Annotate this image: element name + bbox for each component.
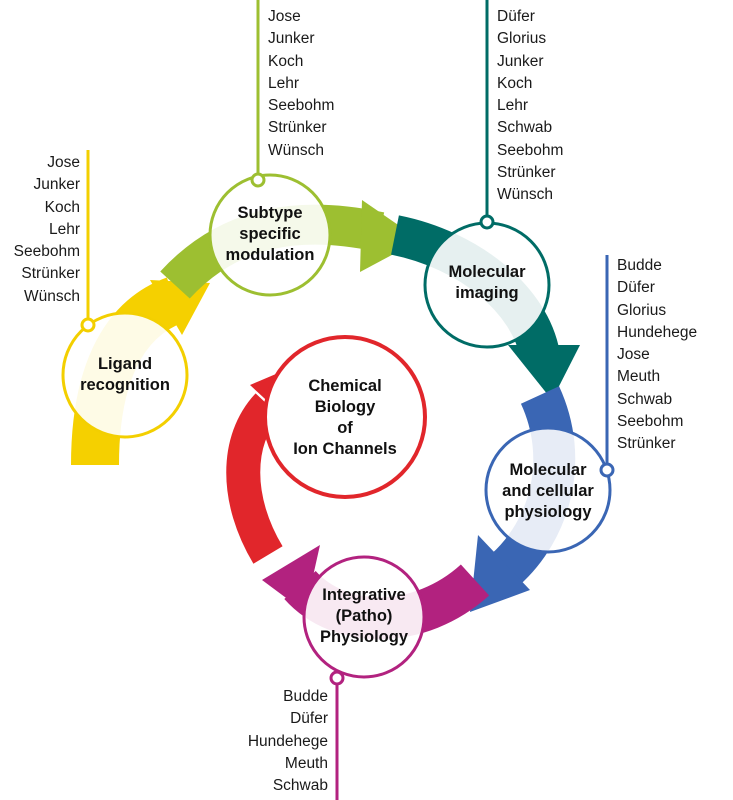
member: Lehr <box>497 97 529 115</box>
member: Strünker <box>497 164 556 182</box>
label-line: Integrative <box>322 585 406 604</box>
member: Düfer <box>290 710 328 728</box>
circle-subtype <box>208 173 332 297</box>
member: Koch <box>497 74 533 92</box>
circle-ligand <box>61 311 189 439</box>
member: Seebohm <box>13 243 80 261</box>
imaging-label: Molecular imaging <box>425 258 549 308</box>
member: Glorius <box>497 30 547 48</box>
member: Jose <box>617 346 650 364</box>
center-title: Chemical Biology of Ion Channels <box>265 360 425 475</box>
member: Meuth <box>284 754 328 772</box>
member: Strünker <box>617 435 676 453</box>
member: Koch <box>268 52 304 70</box>
circle-integrative <box>302 555 426 679</box>
physiology-label: Molecular and cellular physiology <box>486 455 610 527</box>
member: Seebohm <box>497 141 564 159</box>
member: Jose <box>47 154 80 171</box>
circle-physiology <box>484 426 612 554</box>
member: Hundehege <box>617 323 698 341</box>
arrow-yellow-head <box>150 280 210 335</box>
member: Lehr <box>268 74 300 92</box>
label-line: Subtype <box>237 203 303 222</box>
label-line: and cellular <box>502 481 594 500</box>
label-line: (Patho) <box>335 606 393 625</box>
ligand-members: Jose Junker Koch Lehr Seebohm Strünker W… <box>14 152 80 308</box>
label-line: modulation <box>225 245 315 264</box>
member: Koch <box>44 198 80 216</box>
label-line: specific <box>239 224 301 243</box>
arrow-red <box>226 393 283 564</box>
member: Wünsch <box>497 186 553 204</box>
label-line: imaging <box>455 284 519 302</box>
member: Schwab <box>617 390 673 408</box>
member: Wünsch <box>268 141 324 159</box>
physiology-members: Budde Düfer Glorius Hundehege Jose Meuth… <box>617 255 697 456</box>
integrative-members: Budde Düfer Hundehege Meuth Schwab <box>248 686 328 797</box>
member: Hundehege <box>247 732 328 750</box>
member: Seebohm <box>268 97 335 115</box>
member: Strünker <box>21 265 80 283</box>
member: Budde <box>617 257 662 274</box>
member: Schwab <box>272 777 328 795</box>
center-line: of <box>337 418 353 437</box>
member: Strünker <box>268 119 327 137</box>
imaging-members: Düfer Glorius Junker Koch Lehr Schwab Se… <box>497 6 563 207</box>
member: Junker <box>33 176 80 194</box>
center-line: Chemical <box>308 376 382 395</box>
label-line: Physiology <box>319 627 409 646</box>
integrative-label: Integrative (Patho) Physiology <box>304 580 424 652</box>
label-line: Ligand <box>97 355 153 373</box>
member: Düfer <box>497 8 535 25</box>
center-line: Ion Channels <box>293 439 397 458</box>
arrow-teal-head <box>508 345 580 400</box>
subtype-label: Subtype specific modulation <box>210 198 330 270</box>
member: Junker <box>497 52 544 70</box>
member: Lehr <box>48 220 80 238</box>
member: Wünsch <box>24 287 80 305</box>
member: Seebohm <box>617 413 684 431</box>
member: Junker <box>268 30 315 48</box>
member: Glorius <box>617 301 667 319</box>
arrow-green-head <box>360 200 420 272</box>
member: Düfer <box>617 279 655 297</box>
center-line: Biology <box>314 397 376 416</box>
member: Jose <box>268 8 301 25</box>
label-line: Molecular <box>509 460 587 479</box>
member: Schwab <box>497 119 553 137</box>
subtype-members: Jose Junker Koch Lehr Seebohm Strünker W… <box>268 6 334 162</box>
member: Budde <box>283 688 328 705</box>
arrow-magenta-head <box>262 545 320 612</box>
ligand-label: Ligand recognition <box>65 345 185 405</box>
member: Meuth <box>617 368 661 386</box>
circle-center <box>263 335 427 499</box>
label-line: recognition <box>80 376 170 394</box>
label-line: Molecular <box>448 263 526 281</box>
label-line: physiology <box>504 502 592 521</box>
